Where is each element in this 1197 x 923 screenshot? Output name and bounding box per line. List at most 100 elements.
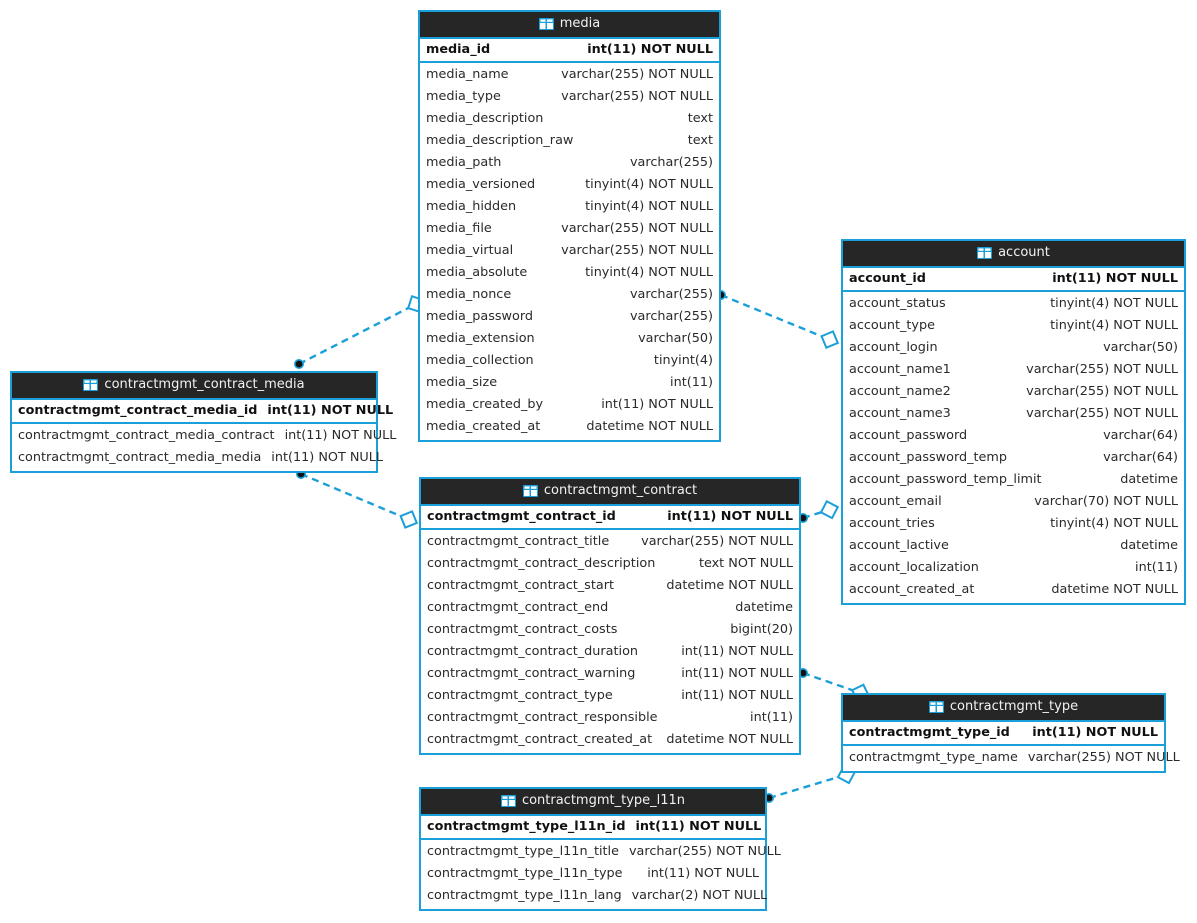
field-type: datetime NOT NULL <box>586 419 713 434</box>
entity-header[interactable]: contractmgmt_type_l11n <box>421 789 765 814</box>
field-type: text <box>687 111 713 126</box>
field-type: int(11) NOT NULL <box>681 666 793 681</box>
entity-table-contractmgmt_type[interactable]: contractmgmt_type contractmgmt_type_id int… <box>841 693 1180 773</box>
entity-header[interactable]: contractmgmt_contract_media <box>12 373 376 398</box>
entity-table-contractmgmt_contract_media[interactable]: contractmgmt_contract_media contractmgmt_… <box>10 371 396 473</box>
relationship-contract-to-account[interactable] <box>797 499 840 523</box>
field-type: varchar(255) NOT NULL <box>561 89 713 104</box>
field-name: media_created_by <box>426 397 544 412</box>
relationship-media-to-account[interactable] <box>715 289 840 350</box>
field-name: contractmgmt_type_id <box>849 725 1010 740</box>
field-type: int(11) NOT NULL <box>681 688 793 703</box>
field-type: int(11) NOT NULL <box>1032 725 1158 740</box>
field-name: contractmgmt_contract_media_contract <box>18 428 275 443</box>
field-type: varchar(64) <box>1103 428 1178 443</box>
field-name: contractmgmt_type_l11n_id <box>427 819 626 834</box>
entity-title: account <box>998 245 1050 260</box>
relationship-line <box>768 770 856 800</box>
table-icon <box>500 795 516 807</box>
field-type: datetime NOT NULL <box>666 578 793 593</box>
edge-source-dot-marker <box>293 358 304 369</box>
relationship-contract-media-to-contract[interactable] <box>295 468 419 529</box>
entity-header[interactable]: contractmgmt_contract <box>421 479 799 504</box>
field-type: int(11) <box>750 710 793 725</box>
field-name: media_absolute <box>426 265 528 280</box>
field-name: account_login <box>849 340 938 355</box>
field-row: account_password varchar(64) <box>843 425 1184 447</box>
entity-title: contractmgmt_contract <box>543 483 698 498</box>
field-type: tinyint(4) NOT NULL <box>585 265 713 280</box>
field-name: account_name3 <box>849 406 951 421</box>
field-name: contractmgmt_type_name <box>849 750 1018 765</box>
field-row: media_extension varchar(50) <box>420 328 719 350</box>
field-name: contractmgmt_contract_duration <box>427 644 639 659</box>
field-name: media_created_at <box>426 419 541 434</box>
field-row: media_description text <box>420 108 719 130</box>
entity-table-contractmgmt_contract[interactable]: contractmgmt_contract contractmgmt_contra… <box>419 477 801 755</box>
relationship-media-to-contract-media[interactable] <box>293 295 426 369</box>
edge-target-diamond-marker <box>399 510 419 529</box>
entity-header[interactable]: media <box>420 12 719 37</box>
field-type: int(11) <box>1135 560 1178 575</box>
relationship-line <box>298 298 425 366</box>
field-type: int(11) NOT NULL <box>667 509 793 524</box>
field-name: media_size <box>426 375 498 390</box>
field-name: media_file <box>426 221 492 236</box>
field-row: media_absolute tinyint(4) NOT NULL <box>420 262 719 284</box>
field-type: varchar(64) <box>1103 450 1178 465</box>
field-name: account_password <box>849 428 968 443</box>
field-type: varchar(255) NOT NULL <box>641 534 793 549</box>
field-row: media_created_at datetime NOT NULL <box>420 416 719 438</box>
field-name: media_extension <box>426 331 535 346</box>
relationship-line <box>720 293 839 345</box>
table-icon <box>928 701 944 713</box>
field-type: varchar(255) NOT NULL <box>1026 384 1178 399</box>
field-name: account_type <box>849 318 935 333</box>
entity-header[interactable]: contractmgmt_type <box>843 695 1164 720</box>
field-name: contractmgmt_type_l11n_lang <box>427 888 622 903</box>
field-name: media_id <box>426 42 491 57</box>
field-name: account_tries <box>849 516 935 531</box>
entity-header[interactable]: account <box>843 241 1184 266</box>
field-type: tinyint(4) NOT NULL <box>585 199 713 214</box>
field-type: varchar(50) <box>638 331 713 346</box>
field-name: media_virtual <box>426 243 514 258</box>
field-name: account_lactive <box>849 538 949 553</box>
field-name: media_password <box>426 309 534 324</box>
field-name: media_description <box>426 111 544 126</box>
